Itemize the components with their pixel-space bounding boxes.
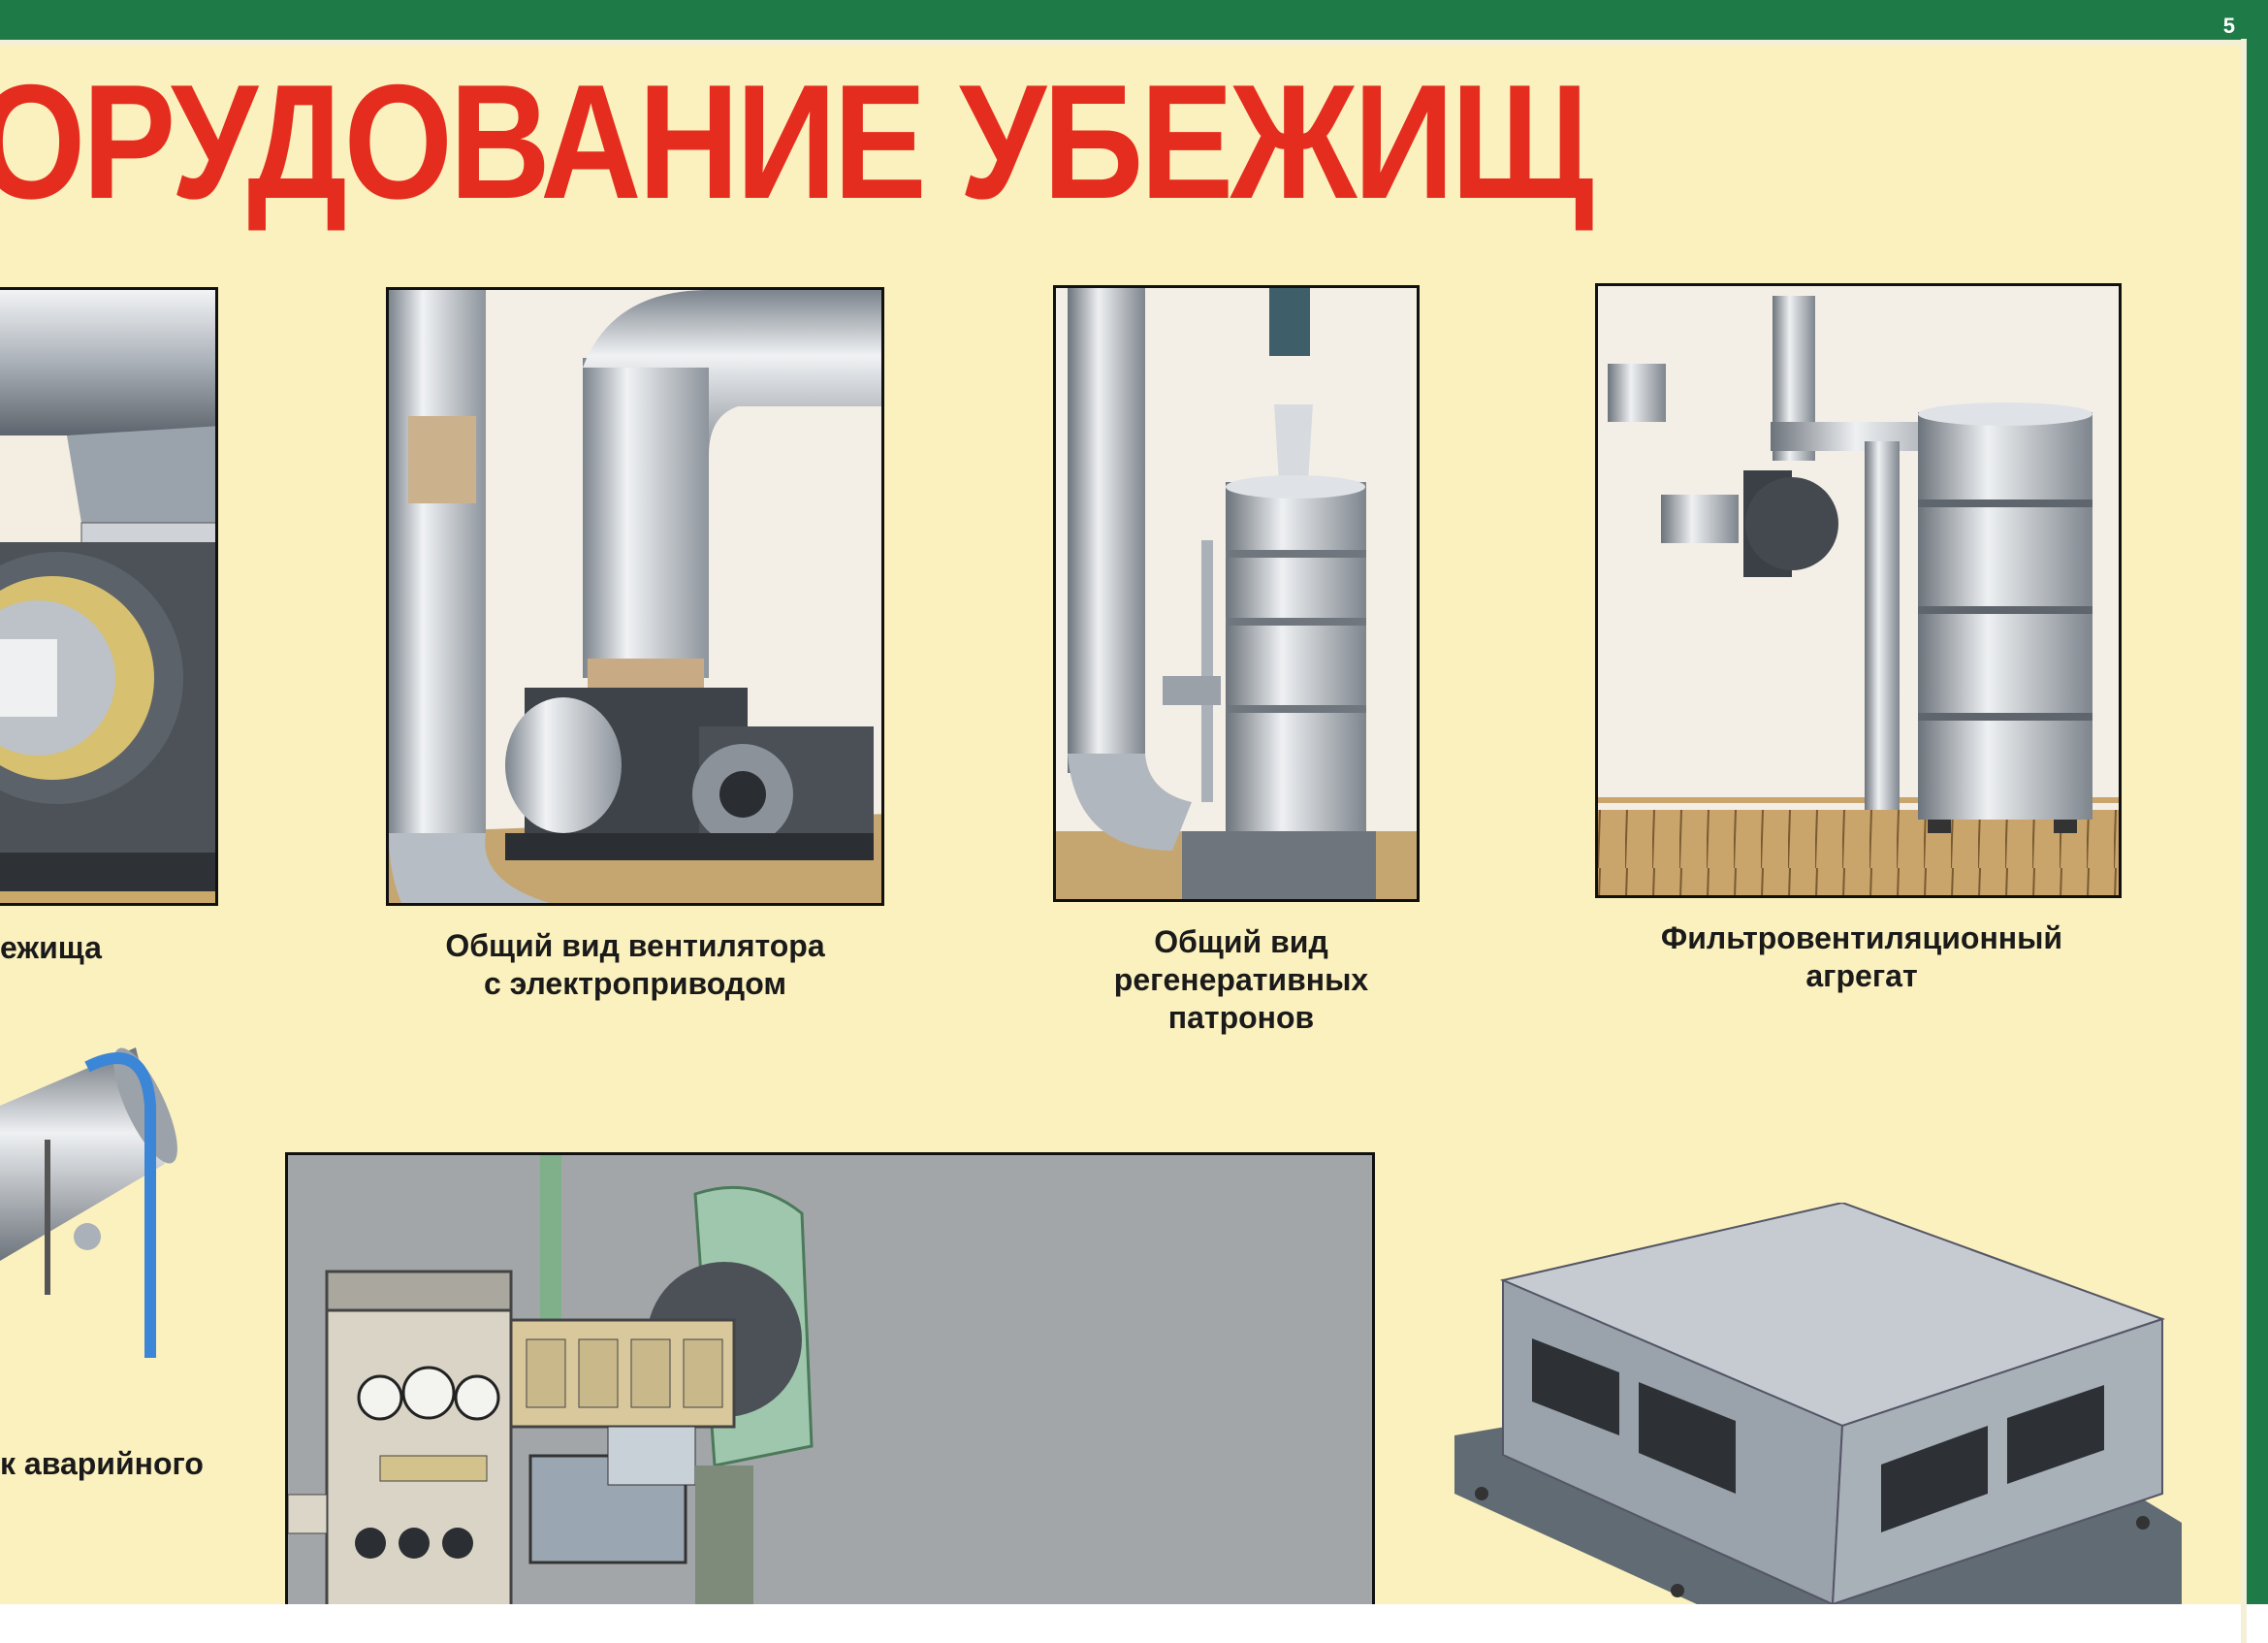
illustration-emergency-tank-partial (0, 1047, 184, 1377)
illustration-ventilation-box (1445, 1203, 2182, 1604)
illustration-regenerative-cartridges (1053, 285, 1420, 902)
illustration-diesel-generator (285, 1152, 1375, 1604)
illustration-filter-ventilation-unit (1595, 283, 2122, 898)
right-green-band (2241, 0, 2268, 1643)
illustration-fan-partial (0, 287, 218, 906)
illustration-fan-electric-drive (386, 287, 884, 906)
page-number: 5 (2222, 14, 2235, 38)
caption-emergency-tank-partial: к аварийного (0, 1446, 204, 1481)
caption-shelter-partial: ежища (0, 930, 102, 965)
page-title: ОРУДОВАНИЕ УБЕЖИЩ (0, 50, 1594, 233)
caption-filter-ventilation-unit: Фильтровентиляционный агрегат (1660, 920, 2063, 993)
caption-fan-electric-drive: Общий вид вентилятора с электроприводом (445, 928, 825, 1001)
top-green-band (0, 0, 2268, 46)
caption-regenerative-cartridges: Общий вид регенеративных патронов (1113, 924, 1369, 1035)
